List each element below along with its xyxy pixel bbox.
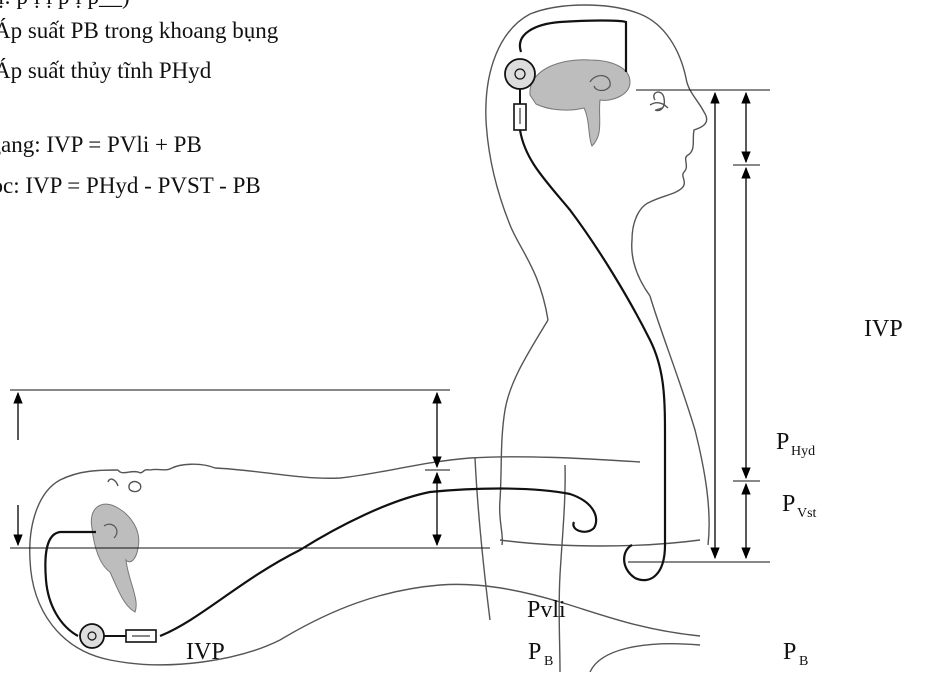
ivp-label-right: IVP: [864, 316, 903, 342]
lying-brain: [91, 504, 138, 612]
pb-label-right: P B: [783, 639, 808, 669]
vertical-formula: dọc: IVP = PHyd - PVST - PB: [0, 173, 261, 198]
dimension-arrows: [18, 93, 746, 558]
pb-bottom-sub: B: [544, 654, 553, 669]
p-hyd-main: P: [776, 429, 789, 455]
lying-shunt-catheter: [45, 489, 596, 637]
legend-phyd-line: Áp suất thủy tĩnh PHyd: [0, 58, 212, 83]
horizontal-formula: ngang: IVP = PVli + PB: [0, 132, 202, 157]
ivp-label-bottom: IVP: [186, 639, 225, 665]
pb-label-bottom: P B: [528, 639, 553, 669]
lying-valve: [80, 624, 156, 648]
standing-brain: [530, 60, 630, 146]
legend-top-clip: ị: p ị ị p ị p__): [0, 0, 130, 9]
pvli-label: Pvli: [527, 597, 566, 623]
pb-right-main: P: [783, 639, 796, 665]
legend-pb-line: Áp suất PB trong khoang bụng: [0, 18, 279, 43]
p-vst-main: P: [782, 491, 795, 517]
legend: ị: p ị ị p ị p__) Áp suất PB trong khoan…: [0, 0, 279, 198]
pb-right-sub: B: [799, 654, 808, 669]
p-vst-sub: Vst: [797, 506, 817, 521]
p-hyd-label: P Hyd: [776, 429, 815, 459]
p-hyd-sub: Hyd: [791, 444, 815, 459]
reference-lines: [10, 90, 770, 562]
p-vst-label: P Vst: [782, 491, 817, 521]
pb-bottom-main: P: [528, 639, 541, 665]
